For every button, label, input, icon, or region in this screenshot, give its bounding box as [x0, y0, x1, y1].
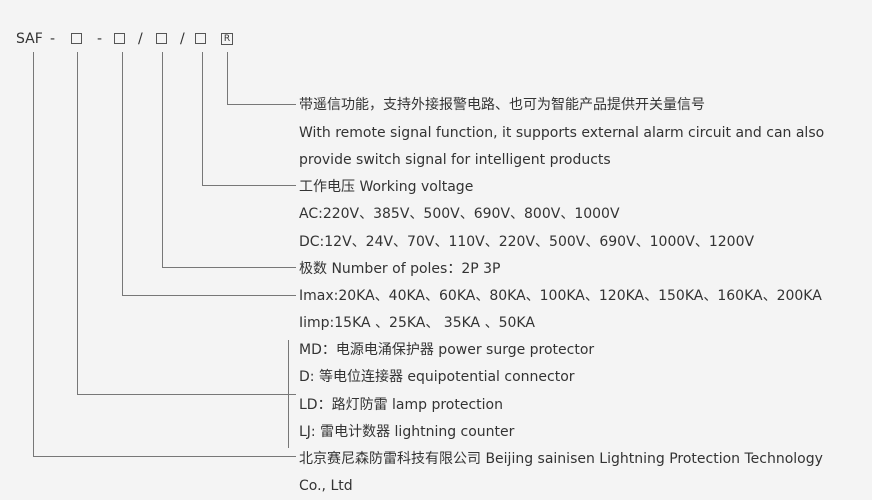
- code-dash-2: -: [97, 31, 103, 47]
- working-voltage: 工作电压 Working voltage: [299, 179, 474, 195]
- code-box-type: [71, 33, 82, 44]
- number-of-poles: 极数 Number of poles：2P 3P: [299, 261, 501, 277]
- type-d: D: 等电位连接器 equipotential connector: [299, 369, 575, 385]
- remote-signal-en-1: With remote signal function, it supports…: [299, 125, 825, 141]
- ac-voltages: AC:220V、385V、500V、690V、800V、1000V: [299, 206, 620, 222]
- company-name: 北京赛尼森防雷科技有限公司 Beijing sainisen Lightning…: [299, 451, 823, 467]
- connector-remote-signal: [227, 52, 296, 105]
- connector-current: [122, 52, 296, 296]
- type-ld: LD：路灯防雷 lamp protection: [299, 397, 503, 413]
- code-dash-1: -: [50, 31, 56, 47]
- code-slash-2: /: [180, 31, 185, 47]
- code-box-poles: [156, 33, 167, 44]
- code-remote-signal-mark: R: [221, 33, 233, 45]
- code-prefix: SAF: [16, 31, 43, 47]
- connector-type: [77, 52, 296, 395]
- imax-values: Imax:20KA、40KA、60KA、80KA、100KA、120KA、150…: [299, 288, 822, 304]
- connector-prefix: [33, 52, 296, 457]
- remote-signal-en-2: provide switch signal for intelligent pr…: [299, 152, 611, 168]
- code-box-voltage: [195, 33, 206, 44]
- code-box-current: [114, 33, 125, 44]
- type-lj: LJ: 雷电计数器 lightning counter: [299, 424, 515, 440]
- connector-voltage: [202, 52, 296, 186]
- dc-voltages: DC:12V、24V、70V、110V、220V、500V、690V、1000V…: [299, 234, 755, 250]
- type-md: MD：电源电涌保护器 power surge protector: [299, 342, 595, 358]
- remote-signal-cn: 带遥信功能，支持外接报警电路、也可为智能产品提供开关量信号: [299, 97, 705, 113]
- company-name-cont: Co., Ltd: [299, 478, 353, 494]
- code-slash-1: /: [138, 31, 143, 47]
- connector-poles: [162, 52, 296, 268]
- iimp-values: Iimp:15KA 、25KA、 35KA 、50KA: [299, 315, 535, 331]
